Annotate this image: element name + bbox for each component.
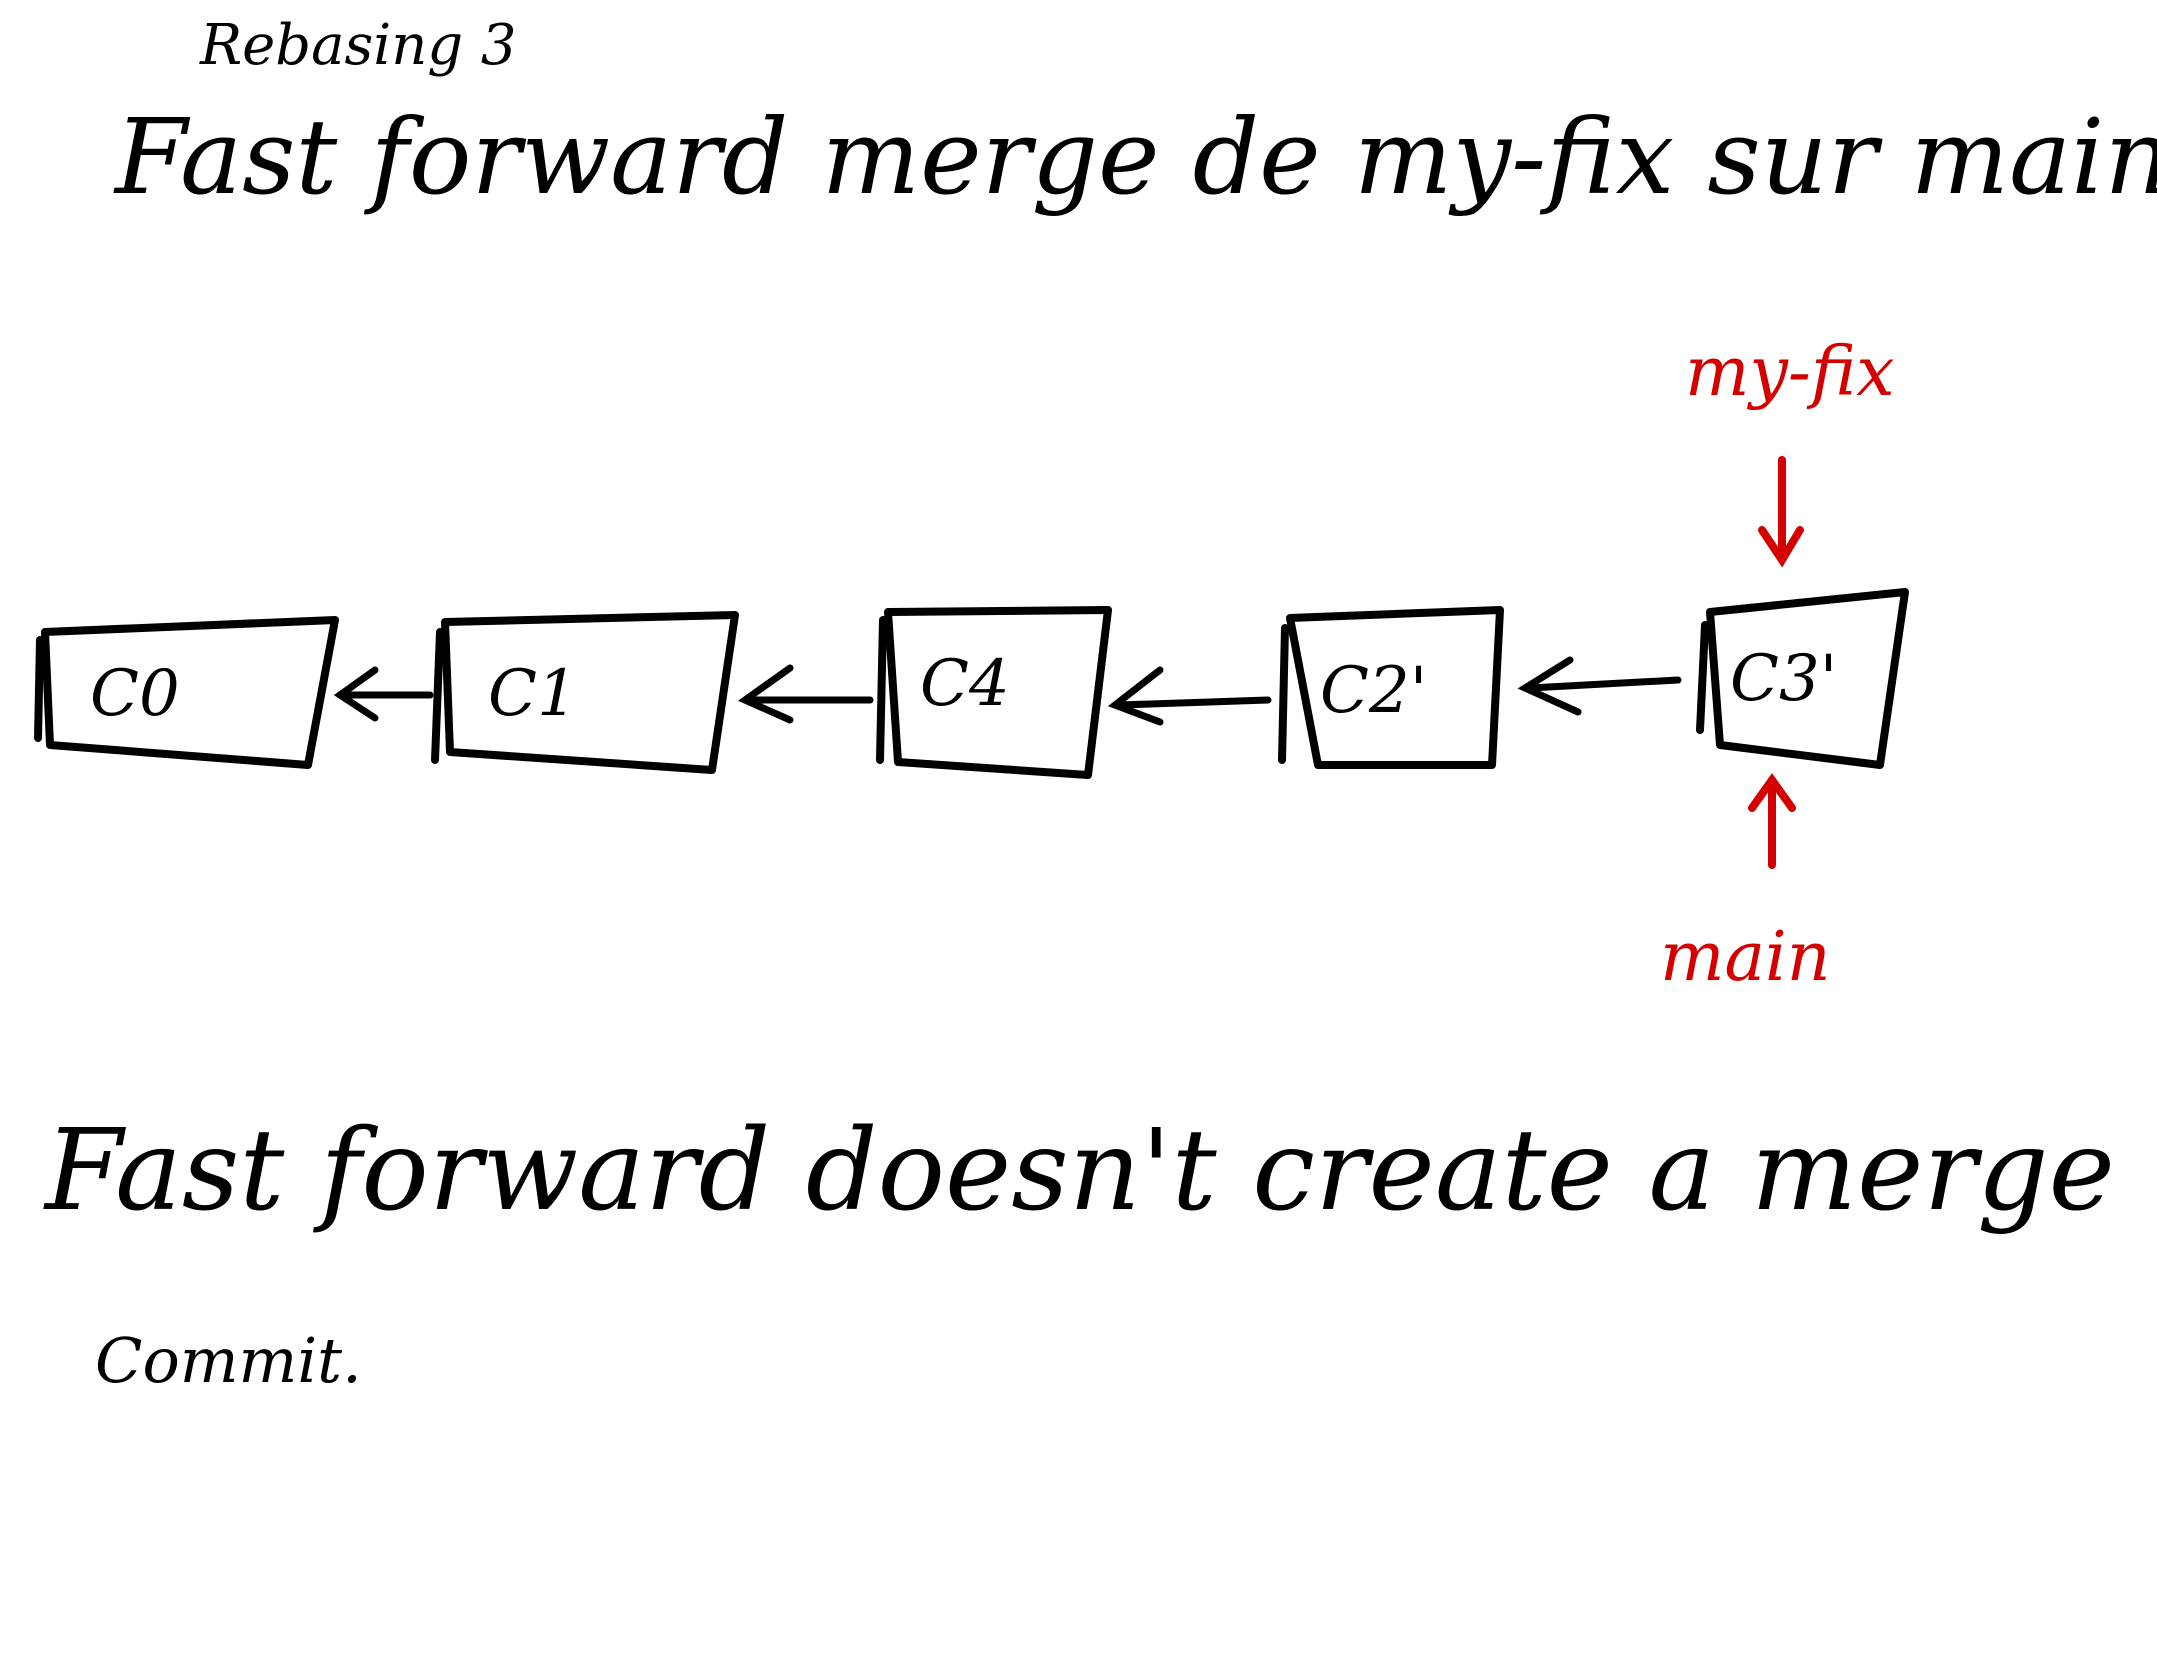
parent-arrow-c3-prime-to-c2-prime <box>1517 656 1682 716</box>
commit-box-c4: C4 <box>876 606 1112 779</box>
note-line-2: Commit. <box>95 1324 362 1397</box>
commit-box-c1: C1 <box>431 611 739 774</box>
commit-label-c3-prime: C3' <box>1730 642 1837 716</box>
branch-arrow-main <box>1748 773 1796 869</box>
commit-box-c0: C0 <box>34 616 339 769</box>
branch-label-main: main <box>1660 918 1831 997</box>
commit-label-c0: C0 <box>90 657 180 731</box>
diagram-title: Fast forward merge de my-fix sur main <box>115 96 2157 218</box>
commit-box-c2-prime: C2' <box>1278 606 1504 769</box>
branch-label-my-fix: my-fix <box>1685 333 1895 412</box>
commit-box-c3-prime: C3' <box>1696 588 1909 769</box>
note-line-1: Fast forward doesn't create a merge <box>45 1106 2115 1236</box>
commit-label-c4: C4 <box>920 647 1010 721</box>
commit-label-c1: C1 <box>488 657 578 731</box>
diagram-subtitle: Rebasing 3 <box>200 13 517 78</box>
parent-arrow-c2-prime-to-c4 <box>1107 666 1272 726</box>
parent-arrow-c1-to-c0 <box>333 666 434 722</box>
parent-arrow-c4-to-c1 <box>737 664 874 724</box>
branch-arrow-my-fix <box>1758 456 1804 568</box>
commit-label-c2-prime: C2' <box>1320 654 1427 728</box>
